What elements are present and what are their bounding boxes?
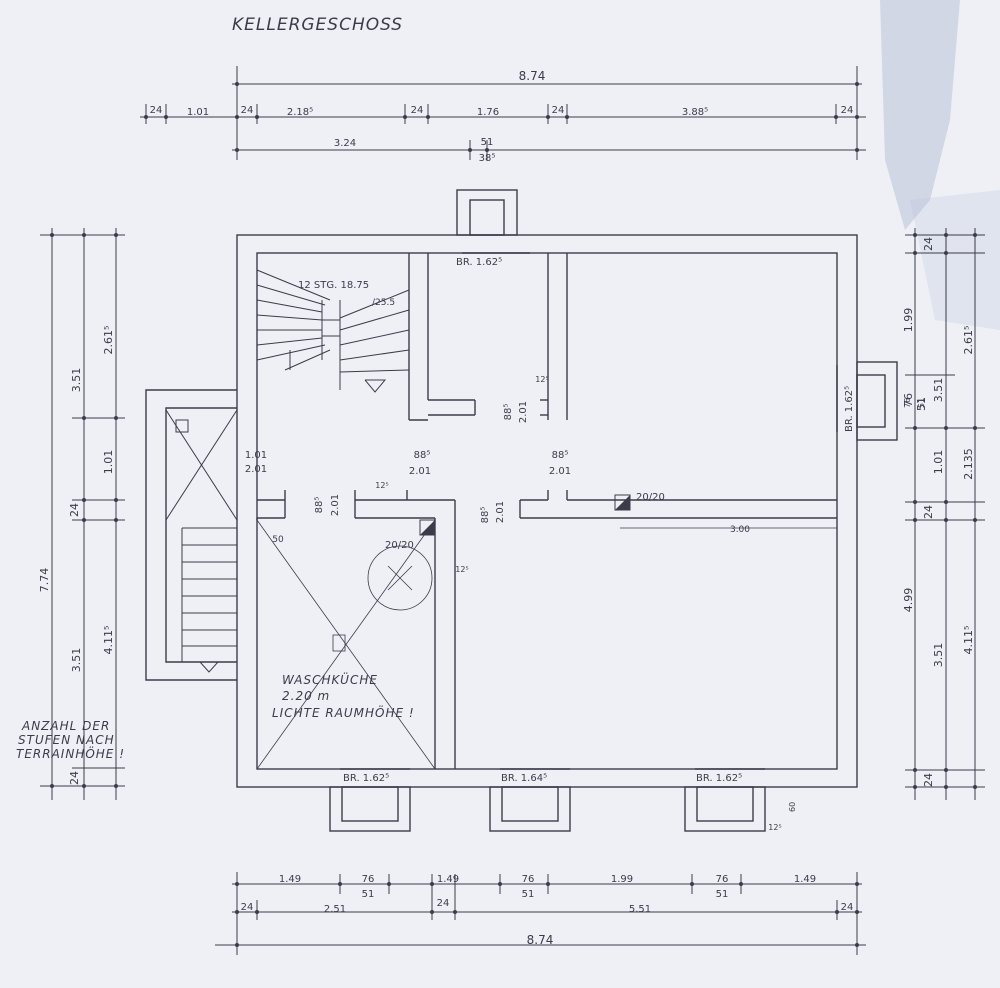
door-width: 88⁵ — [414, 450, 431, 461]
bottom-dim-row2: 2.51 — [324, 904, 346, 915]
left-dim: 3.51 — [70, 648, 83, 673]
room-note-line: LICHTE RAUMHÖHE ! — [272, 704, 415, 720]
opening-small: 50 — [272, 535, 284, 545]
chimney-markers — [419, 494, 631, 536]
bottom-dim-row2: 24 — [841, 902, 854, 913]
right-dim: 2.135 — [962, 448, 975, 480]
bottom-dim: 1.99 — [611, 874, 633, 885]
opening-small: 12⁵ — [535, 375, 548, 384]
window-offset: 60 — [788, 802, 797, 812]
right-dim: 4.99 — [902, 588, 915, 613]
door-height: 2.01 — [245, 464, 267, 475]
left-dim: 24 — [68, 771, 81, 785]
window-label-bottom: BR. 1.62⁵ — [696, 773, 742, 784]
left-dim: 4.11⁵ — [102, 626, 115, 655]
bottom-dim: 76 — [716, 874, 729, 885]
opening-dim: 88⁵ — [314, 497, 325, 514]
laundry-diagonals — [256, 519, 436, 770]
door-width: 88⁵ — [552, 450, 569, 461]
right-dim: 51 — [915, 397, 928, 411]
bottom-dim: 1.49 — [279, 874, 301, 885]
margin-note-line: ANZAHL DER — [21, 719, 110, 733]
bottom-dim-row2: 24 — [437, 898, 450, 909]
bottom-dim: 76 — [362, 874, 375, 885]
margin-note-line: STUFEN NACH — [18, 733, 115, 747]
right-dim: 1.99 — [902, 308, 915, 333]
right-dim: 1.01 — [932, 450, 945, 475]
opening-small: 12⁵ — [375, 481, 388, 490]
walls — [145, 189, 898, 832]
paper-smudge-2 — [910, 190, 1000, 330]
right-dim: 76 — [902, 393, 915, 407]
chimney-label: 20/20 — [636, 492, 665, 503]
stair-label: 12 STG. 18.75 — [298, 280, 369, 291]
stair-sublabel: /25.5 — [372, 298, 395, 308]
top-dim-seg: 24 — [241, 105, 254, 116]
paper-smudge — [880, 0, 960, 230]
bottom-dim: 51 — [362, 889, 375, 900]
opening-small: 12⁵ — [768, 823, 781, 832]
room-note-line: WASCHKÜCHE — [282, 671, 378, 687]
right-dim: 3.51 — [932, 378, 945, 403]
window-label-top: BR. 1.62⁵ — [456, 257, 502, 268]
opening-dim: 2.01 — [518, 401, 529, 423]
top-dim-seg: 24 — [411, 105, 424, 116]
right-dim: 24 — [922, 505, 935, 519]
top-overall-dim: 8.74 — [519, 69, 546, 83]
top-dim-seg: 24 — [150, 105, 163, 116]
top-dim-seg: 2.18⁵ — [287, 107, 313, 118]
room-note-line: 2.20 m — [282, 689, 330, 703]
right-dim: 2.61⁵ — [962, 326, 975, 355]
door-height: 2.01 — [409, 466, 431, 477]
bottom-dim: 1.49 — [437, 874, 459, 885]
left-dim: 7.74 — [38, 568, 51, 593]
top-dim-second: 51 — [481, 137, 494, 148]
opening-dim: 88⁵ — [503, 404, 514, 421]
right-dim: 3.51 — [932, 643, 945, 668]
top-dim-second: 3.24 — [334, 138, 356, 149]
door-width: 1.01 — [245, 450, 267, 461]
dimension-ticks — [50, 82, 977, 947]
drawing-title: KELLERGESCHOSS — [232, 15, 403, 35]
window-label-right: BR. 1.62⁵ — [844, 386, 855, 432]
left-dim: 24 — [68, 503, 81, 517]
top-dim-second: 38⁵ — [479, 153, 496, 164]
window-label-bottom: BR. 1.62⁵ — [343, 773, 389, 784]
bottom-dim: 51 — [716, 889, 729, 900]
opening-dim: 2.01 — [330, 494, 341, 516]
top-dim-seg: 1.76 — [477, 107, 499, 118]
window-offset: 76 — [903, 398, 912, 408]
bottom-dim: 76 — [522, 874, 535, 885]
bottom-dim: 1.49 — [794, 874, 816, 885]
left-dim: 1.01 — [102, 450, 115, 475]
right-dim: 4.11⁵ — [962, 626, 975, 655]
window-label-bottom: BR. 1.64⁵ — [501, 773, 547, 784]
right-dim: 24 — [922, 773, 935, 787]
exterior-stair — [165, 409, 238, 673]
opening-dim: 2.01 — [495, 501, 506, 523]
top-dim-seg: 3.88⁵ — [682, 107, 708, 118]
opening-small: 3.00 — [730, 525, 750, 535]
bottom-dim: 51 — [522, 889, 535, 900]
right-dim: 24 — [922, 237, 935, 251]
opening-small: 12⁵ — [455, 565, 468, 574]
opening-dim: 88⁵ — [480, 507, 491, 524]
margin-note-line: TERRAINHÖHE ! — [16, 745, 125, 761]
interior-stair — [256, 269, 410, 393]
top-dim-seg: 1.01 — [187, 107, 209, 118]
left-dim: 3.51 — [70, 368, 83, 393]
top-dim-seg: 24 — [552, 105, 565, 116]
window-offset: 51 — [917, 398, 926, 408]
door-height: 2.01 — [549, 466, 571, 477]
bottom-overall-dim: 8.74 — [527, 933, 554, 947]
bottom-dim-row2: 5.51 — [629, 904, 651, 915]
left-dim: 2.61⁵ — [102, 326, 115, 355]
bottom-dim-row2: 24 — [241, 902, 254, 913]
chimney-label: 20/20 — [385, 540, 414, 551]
top-dim-seg: 24 — [841, 105, 854, 116]
